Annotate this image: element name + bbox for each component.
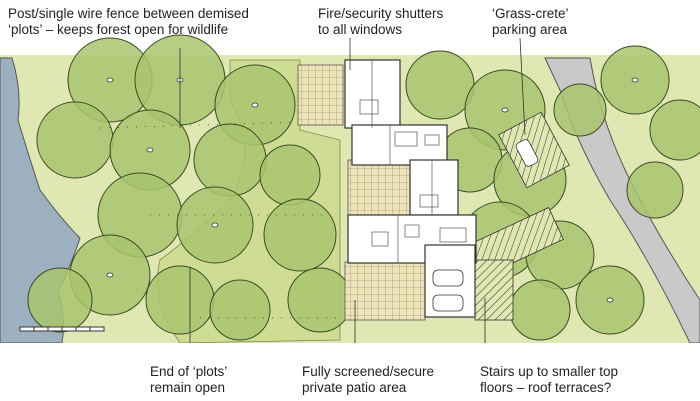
patio-north bbox=[297, 64, 344, 126]
shutters-label: Fire/security shutters to all windows bbox=[318, 6, 443, 38]
plots-open-label: End of ‘plots’ remain open bbox=[150, 364, 227, 396]
fence-label: Post/single wire fence between demised ‘… bbox=[8, 6, 249, 38]
stairs-label: Stairs up to smaller top floors – roof t… bbox=[480, 364, 618, 396]
parking-label-line2: parking area bbox=[492, 22, 568, 37]
patio-label-line1: Fully screened/secure bbox=[302, 364, 435, 379]
patio-label-line2: private patio area bbox=[302, 380, 407, 395]
parking-label-line1: ‘Grass-crete’ bbox=[492, 6, 569, 21]
stairs-label-line1: Stairs up to smaller top bbox=[480, 364, 619, 379]
car-symbol bbox=[432, 139, 539, 312]
stairs-label-line2: floors – roof terraces? bbox=[480, 380, 612, 395]
interior-detail bbox=[359, 60, 467, 263]
fence-label-line2: ‘plots’ – keeps forest open for wildlife bbox=[8, 22, 229, 37]
patio-label: Fully screened/secure private patio area bbox=[302, 364, 434, 396]
scale-bar bbox=[19, 326, 105, 332]
plots-open-label-line1: End of ‘plots’ bbox=[150, 364, 228, 379]
patio-middle bbox=[347, 159, 411, 216]
fence-lines bbox=[99, 121, 340, 319]
fence-label-line1: Post/single wire fence between demised bbox=[8, 6, 249, 21]
parking-label: ‘Grass-crete’ parking area bbox=[492, 6, 569, 38]
bottom-band bbox=[0, 343, 700, 401]
shutters-label-line2: to all windows bbox=[318, 22, 403, 37]
patio-south bbox=[344, 261, 426, 321]
plots-open-label-line2: remain open bbox=[150, 380, 226, 395]
grass-crete-parking bbox=[498, 111, 570, 189]
stair-hatch bbox=[474, 259, 514, 321]
shutters-label-line1: Fire/security shutters bbox=[318, 6, 444, 21]
